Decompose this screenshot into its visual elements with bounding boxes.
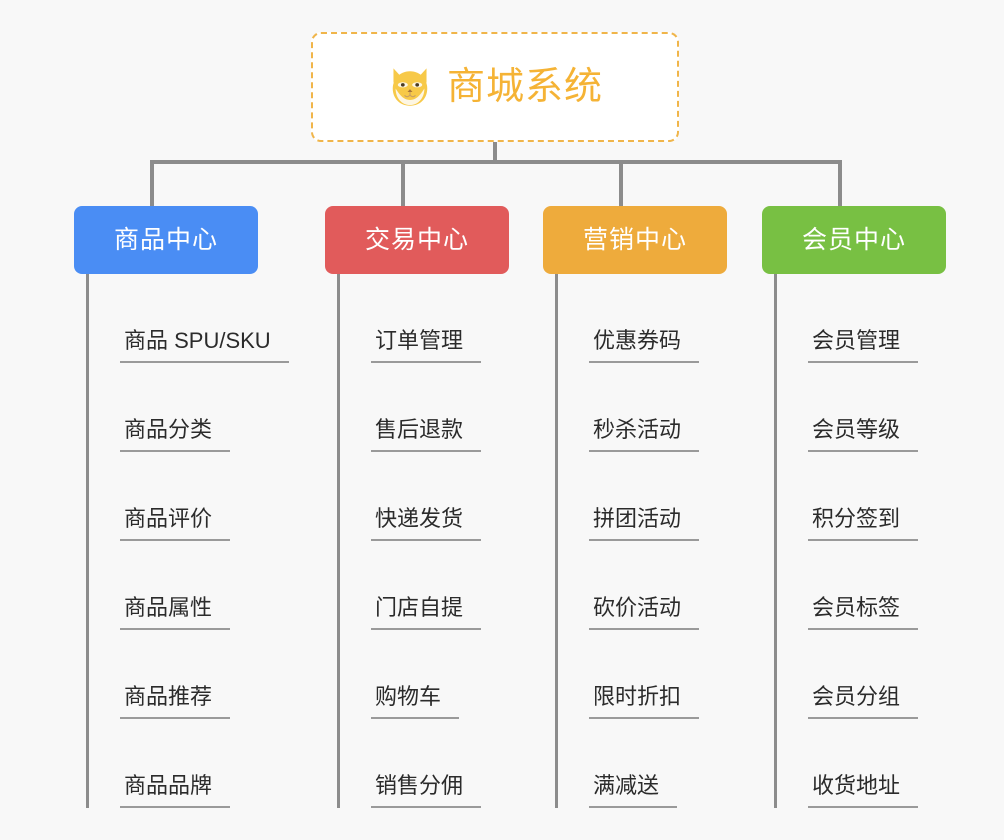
leaf-spine-connector bbox=[555, 274, 558, 808]
category-box[interactable]: 商品中心 bbox=[74, 206, 258, 274]
leaf-item[interactable]: 门店自提 bbox=[337, 541, 482, 630]
leaf-item[interactable]: 秒杀活动 bbox=[555, 363, 700, 452]
leaf-underline: 限时折扣 bbox=[589, 683, 700, 719]
leaf-label: 积分签到 bbox=[812, 505, 901, 531]
leaf-item[interactable]: 购物车 bbox=[337, 630, 481, 719]
leaf-item[interactable]: 限时折扣 bbox=[555, 630, 700, 719]
leaf-label: 拼团活动 bbox=[593, 505, 682, 531]
leaf-underline: 积分签到 bbox=[808, 505, 919, 541]
leaf-item[interactable]: 积分签到 bbox=[774, 452, 919, 541]
leaf-label: 门店自提 bbox=[375, 594, 464, 620]
category-box[interactable]: 交易中心 bbox=[325, 206, 509, 274]
leaf-label: 限时折扣 bbox=[593, 683, 682, 709]
leaf-label: 秒杀活动 bbox=[593, 416, 682, 442]
leaf-underline: 快递发货 bbox=[371, 505, 482, 541]
leaf-item[interactable]: 商品评价 bbox=[86, 452, 289, 541]
category-box[interactable]: 营销中心 bbox=[543, 206, 727, 274]
leaf-list: 订单管理售后退款快递发货门店自提购物车销售分佣 bbox=[337, 274, 482, 808]
leaf-underline: 拼团活动 bbox=[589, 505, 700, 541]
leaf-underline: 优惠券码 bbox=[589, 327, 700, 363]
leaf-label: 商品分类 bbox=[124, 416, 213, 442]
root-stem-connector bbox=[493, 142, 497, 164]
leaf-underline: 收货地址 bbox=[808, 772, 919, 808]
leaf-underline: 门店自提 bbox=[371, 594, 482, 630]
leaf-item[interactable]: 会员管理 bbox=[774, 274, 919, 363]
leaf-underline: 满减送 bbox=[589, 772, 678, 808]
leaf-underline: 会员管理 bbox=[808, 327, 919, 363]
leaf-label: 快递发货 bbox=[375, 505, 464, 531]
leaf-item[interactable]: 拼团活动 bbox=[555, 452, 700, 541]
category-box[interactable]: 会员中心 bbox=[762, 206, 946, 274]
leaf-item[interactable]: 满减送 bbox=[555, 719, 699, 808]
leaf-item[interactable]: 售后退款 bbox=[337, 363, 482, 452]
leaf-list: 商品 SPU/SKU 商品分类商品评价商品属性商品推荐商品品牌 bbox=[86, 274, 289, 808]
leaf-underline: 商品属性 bbox=[120, 594, 231, 630]
leaf-item[interactable]: 优惠券码 bbox=[555, 274, 700, 363]
leaf-item[interactable]: 商品品牌 bbox=[86, 719, 289, 808]
leaf-item[interactable]: 订单管理 bbox=[337, 274, 482, 363]
leaf-underline: 会员标签 bbox=[808, 594, 919, 630]
branch-drop-connector bbox=[619, 164, 623, 206]
leaf-underline: 订单管理 bbox=[371, 327, 482, 363]
category-label: 商品中心 bbox=[113, 225, 218, 254]
leaf-underline: 售后退款 bbox=[371, 416, 482, 452]
leaf-label: 优惠券码 bbox=[593, 327, 682, 353]
leaf-spine-connector bbox=[774, 274, 777, 808]
leaf-item[interactable]: 收货地址 bbox=[774, 719, 919, 808]
leaf-item[interactable]: 销售分佣 bbox=[337, 719, 482, 808]
leaf-item[interactable]: 商品分类 bbox=[86, 363, 289, 452]
category-label: 交易中心 bbox=[364, 225, 469, 254]
leaf-underline: 商品品牌 bbox=[120, 772, 231, 808]
leaf-list: 会员管理会员等级积分签到会员标签会员分组收货地址 bbox=[774, 274, 919, 808]
leaf-underline: 秒杀活动 bbox=[589, 416, 700, 452]
leaf-item[interactable]: 砍价活动 bbox=[555, 541, 700, 630]
leaf-label: 购物车 bbox=[375, 683, 442, 709]
leaf-underline: 商品 SPU/SKU bbox=[120, 327, 289, 363]
leaf-label: 售后退款 bbox=[375, 416, 464, 442]
leaf-label: 商品品牌 bbox=[124, 772, 213, 798]
root-node[interactable]: 商城系统 bbox=[311, 32, 679, 142]
leaf-label: 收货地址 bbox=[812, 772, 901, 798]
leaf-spine-connector bbox=[337, 274, 340, 808]
leaf-item[interactable]: 会员分组 bbox=[774, 630, 919, 719]
leaf-label: 砍价活动 bbox=[593, 594, 682, 620]
leaf-underline: 商品推荐 bbox=[120, 683, 231, 719]
leaf-label: 订单管理 bbox=[375, 327, 464, 353]
leaf-label: 商品 SPU/SKU bbox=[124, 327, 271, 353]
leaf-label: 商品推荐 bbox=[124, 683, 213, 709]
leaf-label: 满减送 bbox=[593, 772, 660, 798]
leaf-label: 会员分组 bbox=[812, 683, 901, 709]
leaf-underline: 商品分类 bbox=[120, 416, 231, 452]
horizontal-bus-connector bbox=[150, 160, 842, 164]
leaf-item[interactable]: 商品 SPU/SKU bbox=[86, 274, 289, 363]
leaf-spine-connector bbox=[86, 274, 89, 808]
leaf-label: 销售分佣 bbox=[375, 772, 464, 798]
leaf-label: 会员标签 bbox=[812, 594, 901, 620]
leaf-underline: 会员分组 bbox=[808, 683, 919, 719]
branch-drop-connector bbox=[401, 164, 405, 206]
leaf-list: 优惠券码秒杀活动拼团活动砍价活动限时折扣满减送 bbox=[555, 274, 700, 808]
leaf-item[interactable]: 会员标签 bbox=[774, 541, 919, 630]
leaf-item[interactable]: 会员等级 bbox=[774, 363, 919, 452]
leaf-underline: 商品评价 bbox=[120, 505, 231, 541]
leaf-underline: 购物车 bbox=[371, 683, 460, 719]
leaf-underline: 砍价活动 bbox=[589, 594, 700, 630]
leaf-label: 商品评价 bbox=[124, 505, 213, 531]
leaf-label: 会员等级 bbox=[812, 416, 901, 442]
branch-drop-connector bbox=[150, 164, 154, 206]
leaf-item[interactable]: 商品属性 bbox=[86, 541, 289, 630]
leaf-underline: 会员等级 bbox=[808, 416, 919, 452]
leaf-item[interactable]: 商品推荐 bbox=[86, 630, 289, 719]
leaf-label: 商品属性 bbox=[124, 594, 213, 620]
category-label: 会员中心 bbox=[801, 225, 906, 254]
leaf-label: 会员管理 bbox=[812, 327, 901, 353]
category-label: 营销中心 bbox=[582, 225, 687, 254]
leaf-item[interactable]: 快递发货 bbox=[337, 452, 482, 541]
branch-drop-connector bbox=[838, 164, 842, 206]
leaf-underline: 销售分佣 bbox=[371, 772, 482, 808]
shiba-dog-face-icon bbox=[392, 68, 428, 106]
root-title: 商城系统 bbox=[446, 66, 603, 108]
